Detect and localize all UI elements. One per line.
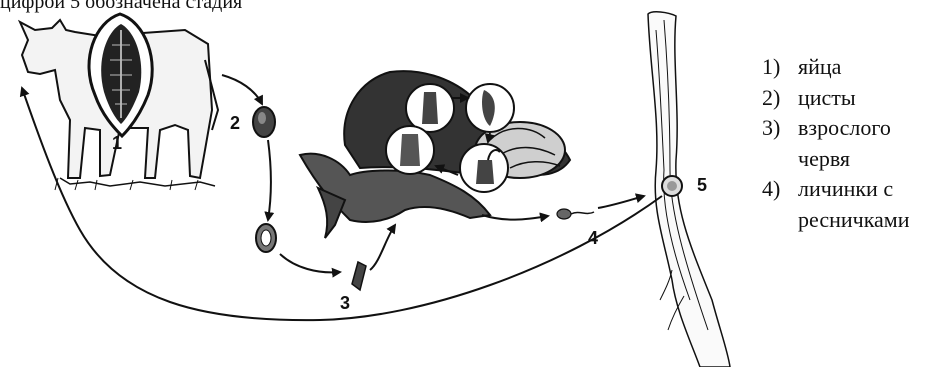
snail-stage-circle-2	[466, 84, 514, 132]
option-4-text: личинки с ресничками	[798, 174, 948, 235]
option-4-number: 4)	[762, 174, 798, 235]
stage-label-5: 5	[697, 175, 707, 196]
option-2-number: 2)	[762, 83, 798, 114]
grass-stem-icon	[648, 12, 730, 367]
option-2: 2) цисты	[762, 83, 948, 114]
cercaria-icon	[557, 209, 594, 219]
option-4: 4) личинки с ресничками	[762, 174, 948, 235]
option-3-text: взрослого червя	[798, 113, 948, 174]
option-1-number: 1)	[762, 52, 798, 83]
stage-label-1: 1	[112, 133, 122, 154]
snail-stage-circle-3	[386, 126, 434, 174]
stage-label-3: 3	[340, 293, 350, 314]
answer-options: 1) яйца 2) цисты 3) взрослого червя 4) л…	[762, 52, 948, 235]
option-2-text: цисты	[798, 83, 948, 114]
snail-stage-circle-1	[406, 84, 454, 132]
snail-stage-circle-4	[460, 144, 508, 192]
option-1-text: яйца	[798, 52, 948, 83]
larva-icon	[352, 262, 366, 290]
hatching-egg-icon	[256, 224, 276, 252]
option-3-number: 3)	[762, 113, 798, 174]
stage-label-4: 4	[588, 228, 598, 249]
cyst-icon	[662, 176, 682, 196]
option-3: 3) взрослого червя	[762, 113, 948, 174]
egg-icon	[253, 107, 275, 137]
option-1: 1) яйца	[762, 52, 948, 83]
stage-label-2: 2	[230, 113, 240, 134]
